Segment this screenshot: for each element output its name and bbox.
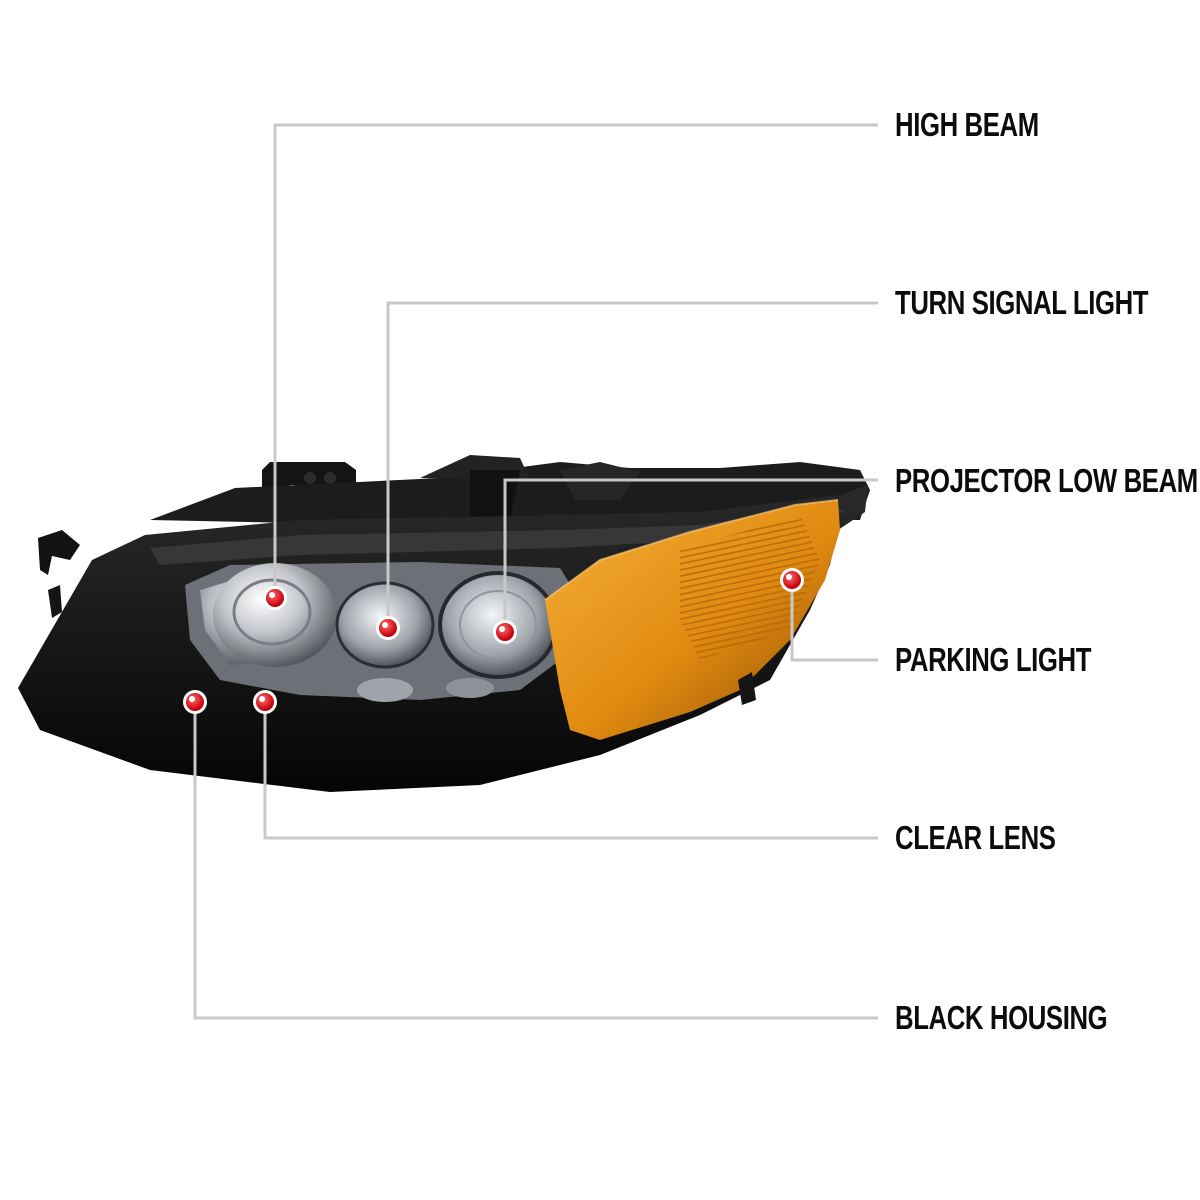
marker-clear-lens: [253, 690, 277, 714]
top-trim-strip: [150, 505, 845, 565]
leader-lines: [193, 123, 878, 1020]
marker-projector-low-beam: [493, 620, 517, 644]
marker-parking-light: [780, 568, 804, 592]
label-clear-lens: CLEAR LENS: [895, 819, 1056, 856]
marker-dots: [183, 568, 804, 714]
label-projector-low-beam: PROJECTOR LOW BEAM: [895, 462, 1198, 499]
leader-black-housing: [193, 702, 878, 1020]
leader-clear-lens: [263, 702, 878, 840]
marker-black-housing: [183, 690, 207, 714]
marker-turn-signal: [376, 616, 400, 640]
leader-parking-light: [790, 580, 878, 662]
leader-turn-signal: [386, 301, 878, 628]
side-clip: [38, 530, 80, 575]
leader-high-beam: [273, 123, 878, 598]
marker-high-beam: [263, 586, 287, 610]
label-black-housing: BLACK HOUSING: [895, 999, 1108, 1036]
leader-projector-low-beam: [503, 478, 878, 632]
label-parking-light: PARKING LIGHT: [895, 641, 1092, 678]
headlight-assembly: [18, 455, 870, 792]
label-high-beam: HIGH BEAM: [895, 106, 1039, 143]
label-turn-signal-light: TURN SIGNAL LIGHT: [895, 284, 1149, 321]
